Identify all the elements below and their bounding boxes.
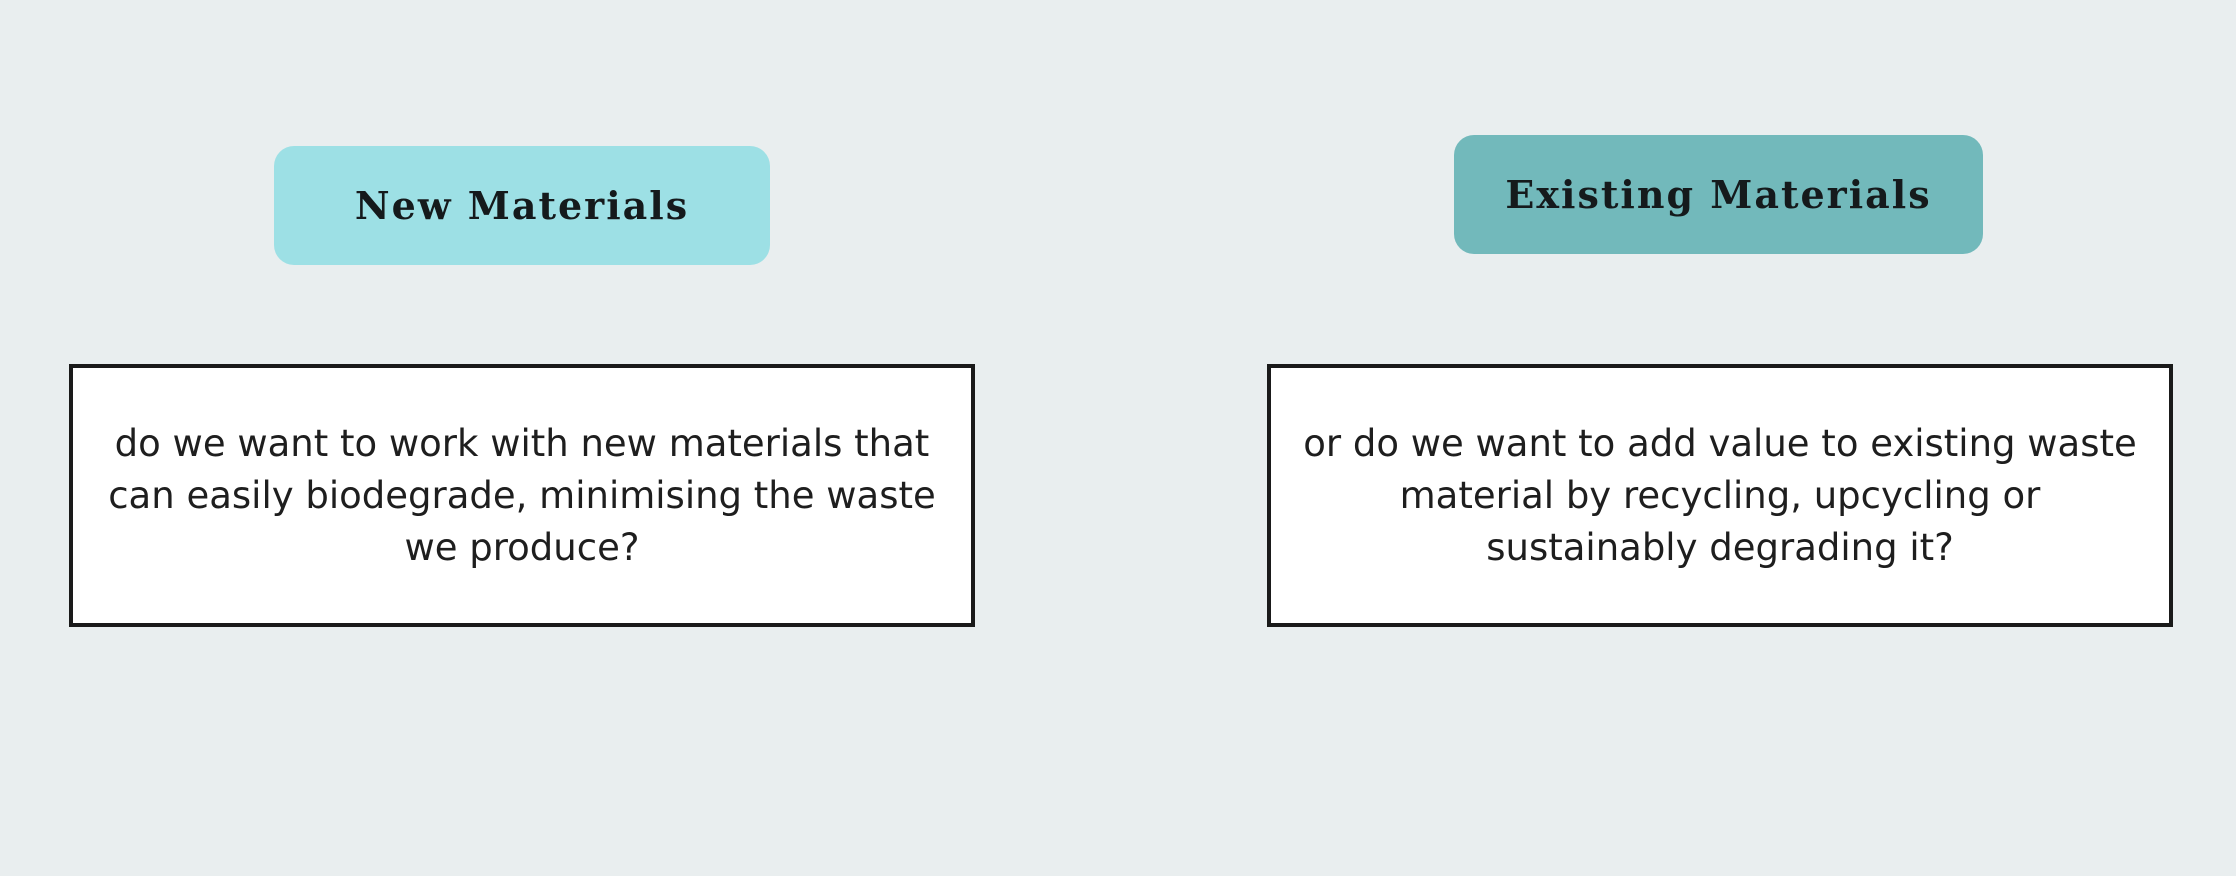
- new-materials-description-box: do we want to work with new materials th…: [69, 364, 975, 627]
- existing-materials-label-box: Existing Materials: [1454, 135, 1983, 254]
- new-materials-title: New Materials: [354, 183, 690, 228]
- existing-materials-description: or do we want to add value to existing w…: [1303, 421, 2137, 569]
- new-materials-label-box: New Materials: [274, 146, 770, 265]
- existing-materials-description-box: or do we want to add value to existing w…: [1267, 364, 2173, 627]
- new-materials-description: do we want to work with new materials th…: [108, 421, 936, 569]
- existing-materials-title: Existing Materials: [1505, 172, 1932, 217]
